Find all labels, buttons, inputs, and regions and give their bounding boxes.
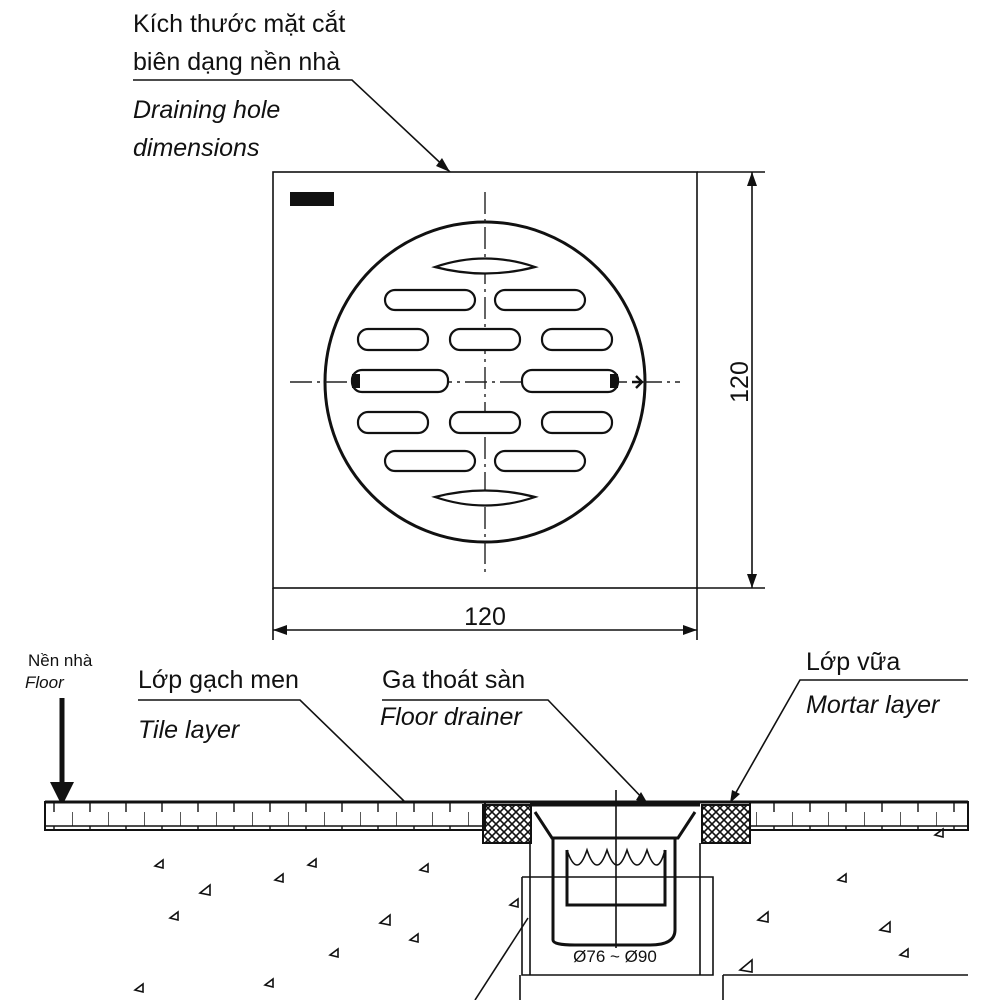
mortar-label-en: Mortar layer (806, 691, 941, 719)
hole-dimensions-label: Kích thước mặt cắt biên dạng nền nhà Dra… (133, 9, 451, 173)
arrow-icon (436, 158, 450, 172)
arrow-down-icon (50, 782, 74, 806)
width-value: 120 (464, 603, 506, 631)
floor-label-en: Floor (25, 673, 65, 692)
width-dimension: 120 (272, 588, 698, 640)
drainer-label-vi: Ga thoát sàn (382, 666, 525, 694)
mortar-layer-label: Lớp vữa Mortar layer (729, 648, 968, 804)
screw-icon (632, 375, 644, 389)
height-value: 120 (726, 361, 754, 403)
hole-leader-line (133, 79, 451, 173)
tile-layer-label: Lớp gạch men Tile layer (138, 666, 406, 803)
mortar-right (701, 804, 751, 844)
floor-section: Ø76 ~ Ø90 (44, 790, 969, 1000)
hole-label-en-2: dimensions (133, 134, 259, 162)
height-dimension: 120 (697, 171, 765, 589)
hole-label-vi-2: biên dạng nền nhà (133, 48, 340, 76)
drain-grate-top-view (272, 171, 698, 589)
mortar-left (482, 804, 532, 844)
concrete-aggregate (133, 827, 944, 994)
floor-label: Nền nhà Floor (25, 651, 93, 806)
pipe-diameter-value: Ø76 ~ Ø90 (573, 947, 657, 966)
brand-logo (290, 192, 334, 206)
mortar-label-vi: Lớp vữa (806, 648, 900, 676)
floor-label-vi: Nền nhà (28, 651, 93, 670)
hole-label-vi-1: Kích thước mặt cắt (133, 9, 345, 38)
hole-label-en-1: Draining hole (133, 96, 280, 124)
floor-drainer-label: Ga thoát sàn Floor drainer (380, 666, 649, 805)
drainer-label-en: Floor drainer (380, 703, 523, 731)
tile-label-en: Tile layer (138, 716, 241, 744)
tile-label-vi: Lớp gạch men (138, 666, 299, 694)
